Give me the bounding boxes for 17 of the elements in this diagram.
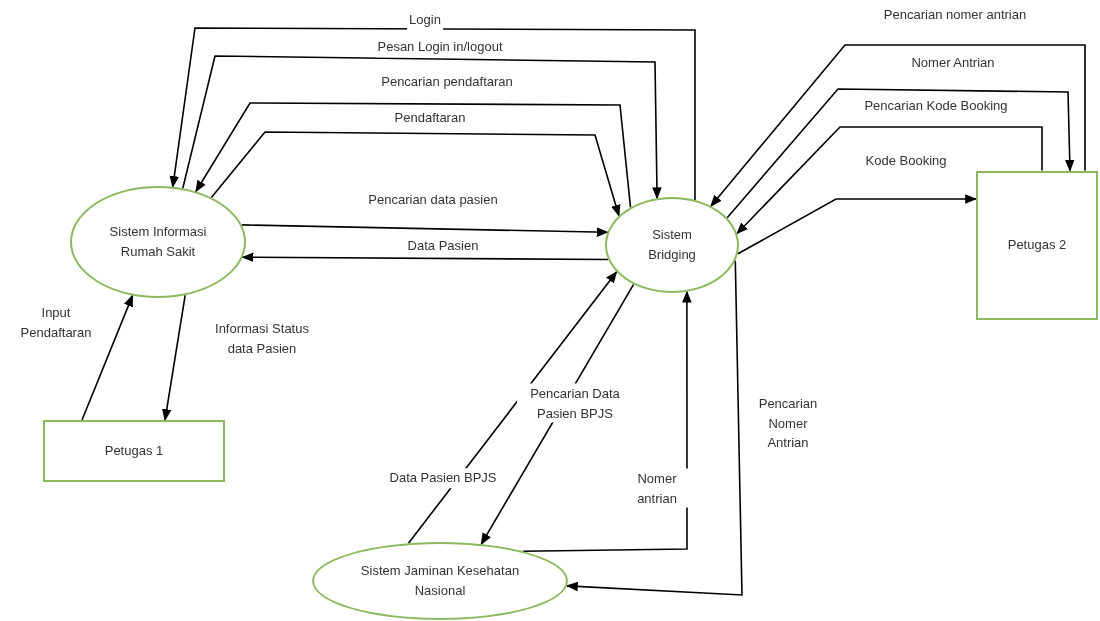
arrow bbox=[210, 131, 621, 217]
node-label: Sistem Jaminan Kesehatan Nasional bbox=[359, 561, 521, 600]
node-label: Sistem Bridging bbox=[647, 225, 697, 264]
arrow bbox=[710, 44, 1086, 207]
edge-label: Data Pasien BPJS bbox=[387, 468, 499, 488]
arrow bbox=[736, 126, 1043, 235]
node-label: Petugas 2 bbox=[1007, 235, 1067, 254]
process-ellipse bbox=[605, 197, 739, 293]
arrow bbox=[195, 102, 632, 209]
entity-box bbox=[43, 420, 225, 482]
arrow bbox=[522, 290, 692, 553]
arrow bbox=[241, 224, 609, 237]
node-label: Petugas 1 bbox=[104, 441, 164, 460]
entity-box bbox=[976, 170, 1098, 320]
node-label: Sistem Informasi Rumah Sakit bbox=[108, 222, 208, 261]
arrow bbox=[737, 194, 978, 255]
arrow bbox=[182, 55, 662, 200]
